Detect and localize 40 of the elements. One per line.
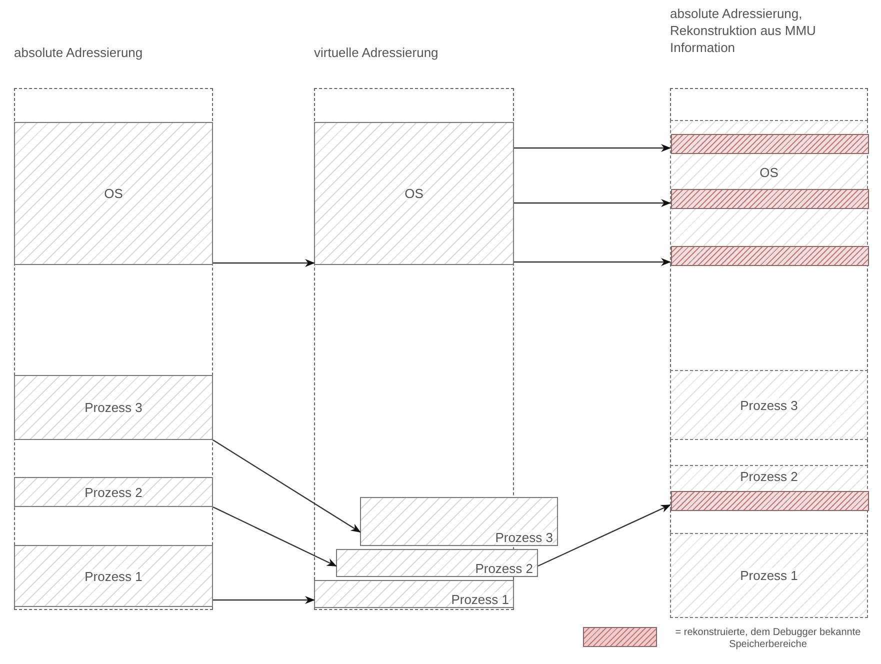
column-heading: absolute Adressierung bbox=[14, 44, 144, 61]
memory-region bbox=[14, 477, 213, 507]
region-label: Prozess 2 bbox=[475, 561, 533, 576]
arrow bbox=[514, 258, 671, 266]
memory-region bbox=[14, 375, 213, 440]
memory-region bbox=[336, 549, 538, 577]
region-label: Prozess 2 bbox=[739, 469, 799, 484]
arrow bbox=[212, 506, 337, 567]
region-label: Prozess 2 bbox=[84, 484, 142, 500]
column-heading: absolute Adressierung, Rekonstruktion aus MMU Information bbox=[670, 5, 817, 56]
reconstructed-region bbox=[670, 120, 868, 265]
reconstructed-region bbox=[670, 465, 868, 510]
arrow bbox=[514, 144, 671, 152]
region-label: Prozess 3 bbox=[84, 400, 142, 415]
arrow bbox=[538, 504, 671, 567]
region-label: OS bbox=[758, 165, 780, 180]
reconstructed-region bbox=[670, 533, 868, 618]
memory-region bbox=[14, 122, 213, 265]
highlighted-bar bbox=[671, 134, 869, 154]
column-heading: virtuelle Adressierung bbox=[314, 44, 440, 61]
region-label: Prozess 3 bbox=[495, 530, 553, 545]
highlighted-bar bbox=[671, 246, 869, 266]
region-label: Prozess 1 bbox=[740, 568, 798, 583]
region-label: OS bbox=[104, 186, 123, 201]
memory-region bbox=[314, 580, 514, 608]
region-label: Prozess 1 bbox=[451, 592, 509, 607]
arrow bbox=[212, 440, 361, 533]
reconstructed-region bbox=[670, 370, 868, 440]
arrow bbox=[213, 259, 315, 267]
arrow bbox=[514, 199, 671, 207]
highlighted-bar bbox=[671, 491, 869, 511]
region-label: Prozess 3 bbox=[740, 398, 798, 412]
highlighted-bar bbox=[671, 189, 869, 209]
region-label: OS bbox=[404, 186, 424, 201]
legend-text: = rekonstruierte, dem Debugger bekannte Speicherbereiche bbox=[674, 627, 862, 651]
memory-region bbox=[314, 122, 514, 265]
memory-region bbox=[360, 497, 558, 546]
region-label: Prozess 1 bbox=[84, 568, 142, 584]
memory-region bbox=[14, 545, 213, 607]
arrow bbox=[213, 596, 315, 604]
